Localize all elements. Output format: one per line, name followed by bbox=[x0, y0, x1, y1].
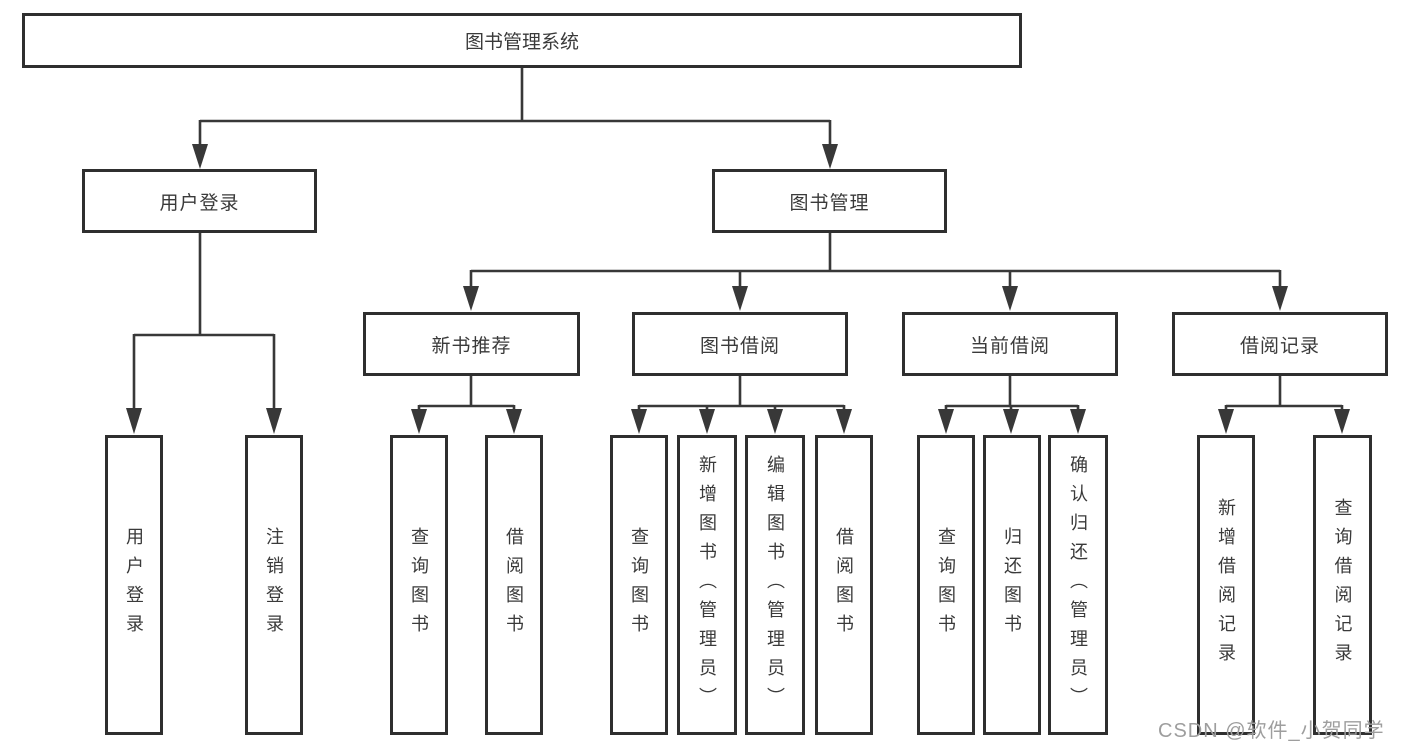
node-label: 当前借阅 bbox=[969, 335, 1050, 357]
leaf-label: 借阅图书 bbox=[504, 527, 524, 643]
leaf-label: 新增图书（管理员） bbox=[697, 454, 717, 716]
leaf-nbr-borrow-books: 借阅图书 bbox=[485, 435, 543, 735]
leaf-cb-return-books: 归还图书 bbox=[983, 435, 1041, 735]
leaf-label: 注销登录 bbox=[264, 527, 284, 643]
leaf-label: 查询图书 bbox=[936, 527, 956, 643]
leaf-cb-confirm-return-admin: 确认归还（管理员） bbox=[1048, 435, 1108, 735]
leaf-label: 查询借阅记录 bbox=[1332, 498, 1353, 672]
node-root-library-system: 图书管理系统 bbox=[22, 13, 1022, 68]
leaf-bb-add-books-admin: 新增图书（管理员） bbox=[677, 435, 737, 735]
csdn-watermark: CSDN @软件_小贺同学 bbox=[1158, 720, 1385, 742]
leaf-bb-edit-books-admin: 编辑图书（管理员） bbox=[745, 435, 805, 735]
leaf-label: 借阅图书 bbox=[834, 527, 854, 643]
node-label: 图书管理系统 bbox=[464, 32, 579, 53]
leaf-label: 用户登录 bbox=[124, 527, 144, 643]
leaf-bb-query-books: 查询图书 bbox=[610, 435, 668, 735]
node-current-borrow: 当前借阅 bbox=[902, 312, 1118, 376]
leaf-nbr-query-books: 查询图书 bbox=[390, 435, 448, 735]
leaf-label: 新增借阅记录 bbox=[1216, 498, 1236, 672]
node-user-login: 用户登录 bbox=[82, 169, 317, 233]
node-new-book-recommend: 新书推荐 bbox=[363, 312, 580, 376]
leaf-label: 归还图书 bbox=[1002, 527, 1022, 643]
leaf-user-login: 用户登录 bbox=[105, 435, 163, 735]
leaf-label: 编辑图书（管理员） bbox=[765, 454, 785, 716]
node-book-management: 图书管理 bbox=[712, 169, 947, 233]
node-borrow-record: 借阅记录 bbox=[1172, 312, 1388, 376]
leaf-bb-borrow-books: 借阅图书 bbox=[815, 435, 873, 735]
leaf-label: 确认归还（管理员） bbox=[1068, 454, 1088, 716]
leaf-label: 查询图书 bbox=[409, 527, 429, 643]
leaf-logout: 注销登录 bbox=[245, 435, 303, 735]
leaf-br-add-record: 新增借阅记录 bbox=[1197, 435, 1255, 735]
node-label: 借阅记录 bbox=[1239, 335, 1320, 357]
leaf-cb-query-books: 查询图书 bbox=[917, 435, 975, 735]
node-label: 用户登录 bbox=[159, 192, 240, 214]
node-label: 图书借阅 bbox=[699, 335, 780, 357]
node-label: 图书管理 bbox=[789, 192, 870, 214]
node-book-borrow: 图书借阅 bbox=[632, 312, 848, 376]
leaf-br-query-record: 查询借阅记录 bbox=[1313, 435, 1372, 735]
node-label: 新书推荐 bbox=[431, 335, 512, 357]
leaf-label: 查询图书 bbox=[629, 527, 649, 643]
